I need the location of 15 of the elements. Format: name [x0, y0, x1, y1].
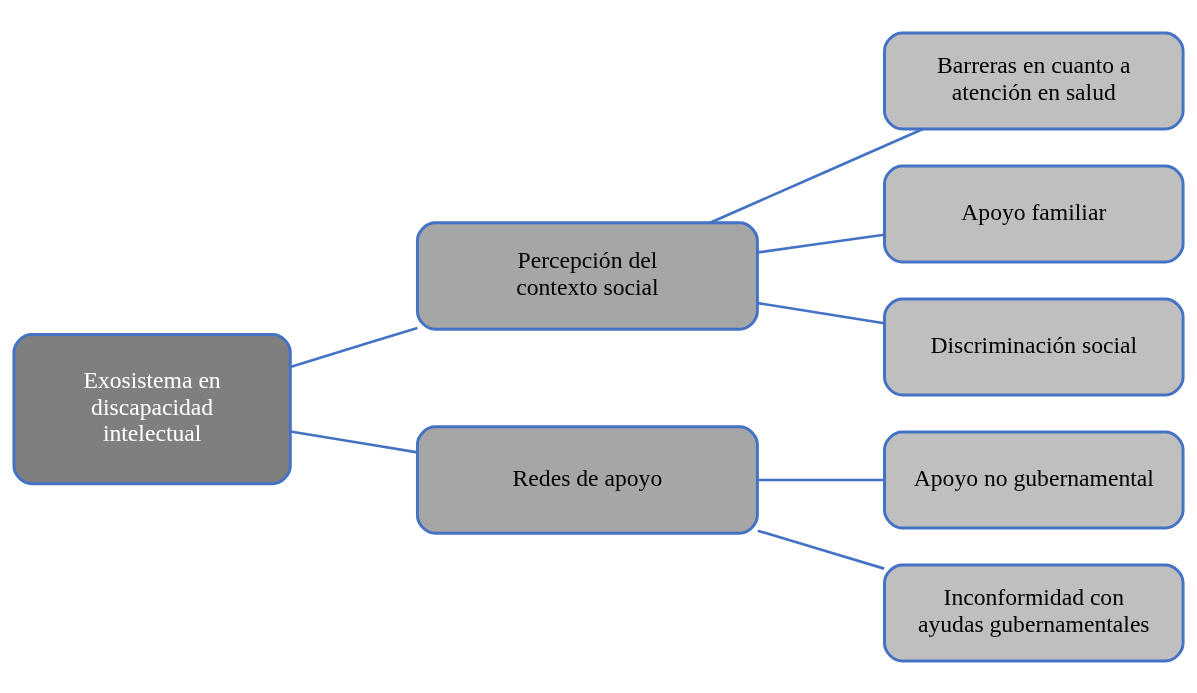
- connector: [290, 429, 418, 454]
- connector: [757, 301, 885, 325]
- connector: [757, 478, 885, 481]
- connector: [757, 528, 885, 570]
- node-box: Apoyo familiar: [883, 163, 1185, 263]
- connector: [709, 127, 924, 224]
- node-box: Inconformidad con ayudas gubernamentales: [883, 563, 1185, 663]
- connector: [290, 326, 418, 368]
- node-box: Percepción del contexto social: [415, 220, 759, 331]
- node-box: Exosistema en discapacidad intelectual: [12, 332, 292, 485]
- node-box: Apoyo no gubernamental: [883, 430, 1185, 530]
- node-box: Barreras en cuanto a atención en salud: [883, 30, 1185, 130]
- node-box: Discriminación social: [883, 296, 1185, 397]
- connector: [757, 232, 885, 254]
- node-box: Redes de apoyo: [415, 424, 759, 535]
